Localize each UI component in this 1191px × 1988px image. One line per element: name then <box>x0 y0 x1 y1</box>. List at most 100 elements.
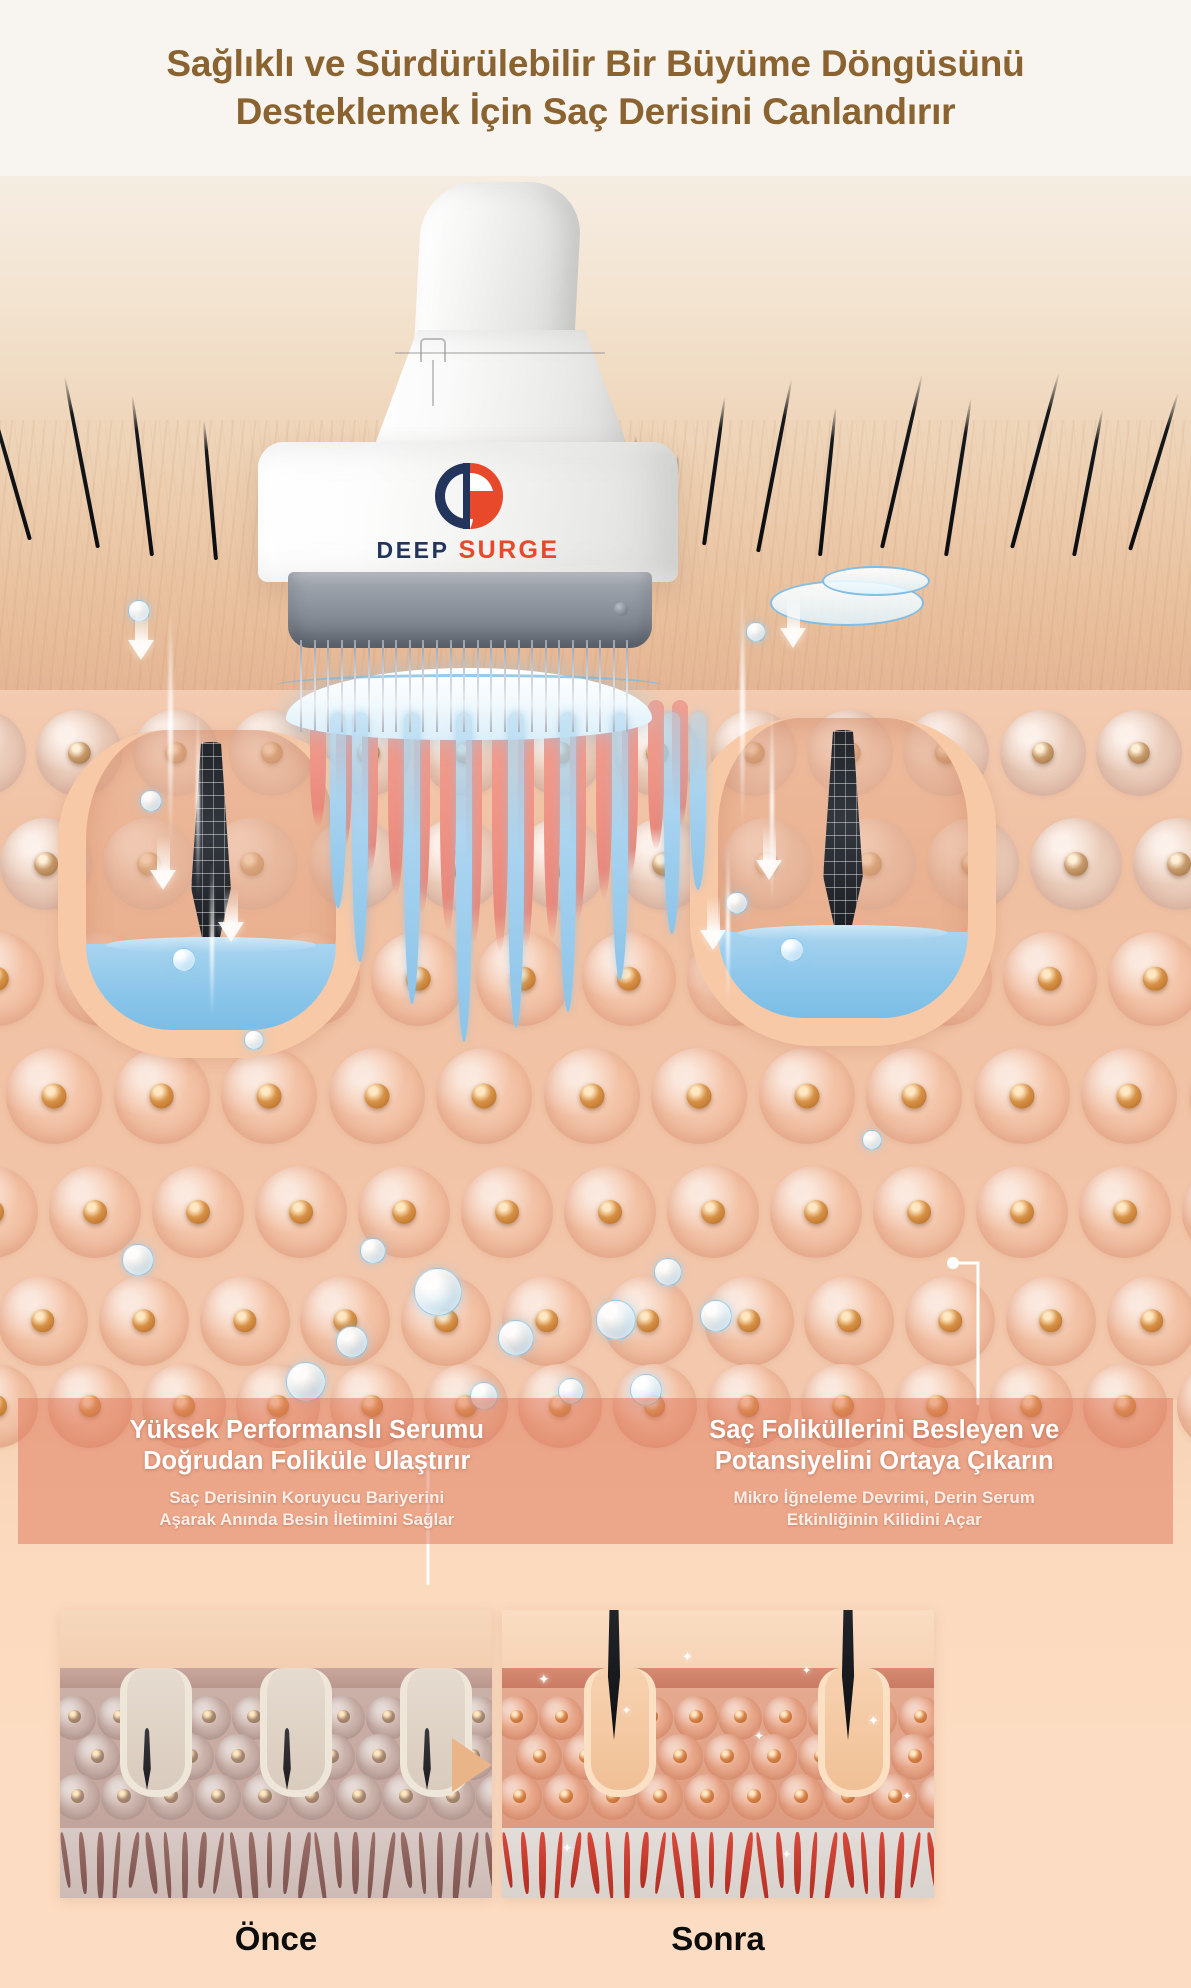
sparkle-icon: ✦ <box>754 1729 765 1743</box>
ba-muscle-fiber <box>539 1832 546 1898</box>
flow-arrow-icon <box>150 870 176 890</box>
serum-bubble <box>780 938 804 962</box>
cell <box>973 1048 1070 1144</box>
benefit-left-sub-line1: Saç Derisinin Koruyucu Bariyerini <box>169 1487 445 1507</box>
cell <box>1006 1276 1096 1366</box>
ba-cell-nucleus <box>372 1748 386 1763</box>
serum-drip <box>330 712 346 908</box>
needle <box>381 640 384 732</box>
before-after-comparison: ✦✦✦✦✦✦✦✦✦ Önce Sonra <box>0 1610 1191 1988</box>
ba-hair-shaft <box>423 1728 431 1790</box>
sparkle-icon: ✦ <box>802 1665 812 1677</box>
ba-muscle-fiber <box>624 1832 630 1898</box>
cell <box>804 1276 895 1366</box>
after-surface <box>502 1610 934 1674</box>
needle-trail <box>648 700 664 850</box>
after-image: ✦✦✦✦✦✦✦✦✦ <box>502 1610 934 1898</box>
serum-bubble <box>122 1244 154 1276</box>
ba-muscle-fiber <box>352 1832 359 1894</box>
serum-bubble <box>336 1326 368 1358</box>
cell <box>905 1276 996 1366</box>
cell <box>758 1048 855 1144</box>
microneedle-array <box>300 640 640 735</box>
ba-cell-nucleus <box>512 1788 527 1803</box>
ba-muscle-fiber <box>437 1832 443 1898</box>
progress-arrow-icon <box>452 1738 492 1792</box>
arrow-tail <box>156 836 170 870</box>
sparkle-icon: ✦ <box>538 1671 550 1687</box>
ba-hair-shaft <box>283 1728 291 1790</box>
arrow-tail <box>786 594 800 628</box>
benefits-panel: Yüksek Performanslı Serumu Doğrudan Foli… <box>18 1398 1173 1544</box>
ba-follicle <box>818 1668 890 1797</box>
benefit-right-heading-line2: Potansiyelini Ortaya Çıkarın <box>714 1447 1054 1476</box>
needle-trail <box>596 700 612 900</box>
cell <box>999 710 1086 796</box>
microneedling-device: DEEP SURGE <box>0 0 1191 732</box>
ba-muscle-fiber <box>879 1832 885 1898</box>
ba-cell-nucleus <box>887 1788 902 1803</box>
ba-cell-nucleus <box>117 1788 132 1803</box>
cell <box>328 1048 425 1144</box>
cell <box>581 932 676 1026</box>
needle <box>422 640 425 732</box>
serum-drip <box>664 712 680 934</box>
cell <box>543 1048 640 1144</box>
ba-cell-nucleus <box>747 1788 761 1803</box>
ba-follicle <box>584 1668 656 1797</box>
needle <box>612 640 615 732</box>
after-label: Sonra <box>671 1920 765 1957</box>
serum-bubble <box>286 1362 326 1402</box>
needle-trail <box>310 700 326 828</box>
needle <box>572 640 574 732</box>
ba-cell-nucleus <box>70 1788 85 1803</box>
hair-follicle-right <box>690 718 996 1046</box>
ba-muscle-fiber <box>182 1832 188 1898</box>
light-streak <box>726 840 730 1010</box>
benefit-right-heading: Saç Foliküllerini Besleyen ve Potansiyel… <box>709 1415 1059 1477</box>
cell <box>1095 710 1182 796</box>
ba-muscle-fiber <box>709 1832 714 1888</box>
ds-monogram-icon <box>430 458 506 534</box>
cell <box>1106 1276 1191 1366</box>
cell <box>1133 818 1191 910</box>
ba-cell-nucleus <box>794 1788 808 1803</box>
flow-arrow-icon <box>700 930 726 950</box>
serum-drip <box>612 712 628 980</box>
needle-trail <box>544 700 560 940</box>
ba-muscle-fiber <box>267 1832 272 1888</box>
sparkle-icon: ✦ <box>902 1789 913 1803</box>
benefit-left-heading: Yüksek Performanslı Serumu Doğrudan Foli… <box>130 1415 484 1477</box>
serum-bubble <box>498 1320 534 1356</box>
benefit-column-right: Saç Foliküllerini Besleyen ve Potansiyel… <box>596 1398 1174 1544</box>
sparkle-icon: ✦ <box>622 1705 632 1717</box>
benefit-column-left: Yüksek Performanslı Serumu Doğrudan Foli… <box>18 1398 596 1544</box>
ba-cell <box>918 1774 934 1820</box>
needle <box>504 640 506 732</box>
header-band: Sağlıklı ve Sürdürülebilir Bir Büyüme Dö… <box>0 0 1191 176</box>
cell <box>199 1276 290 1366</box>
benefit-left-heading-line2: Doğrudan Foliküle Ulaştırır <box>143 1447 471 1476</box>
cell <box>113 1048 210 1144</box>
cell <box>0 932 44 1026</box>
cell <box>1108 932 1191 1026</box>
cell <box>1002 932 1097 1026</box>
cell <box>667 1166 760 1258</box>
device-needle-base <box>288 572 652 648</box>
arrow-tail <box>224 888 238 922</box>
cell <box>1079 1166 1172 1258</box>
light-streak <box>770 700 774 910</box>
ba-cell-nucleus <box>532 1748 547 1763</box>
ba-cell-nucleus <box>673 1748 688 1763</box>
device-stem <box>432 360 434 406</box>
cell <box>98 1276 189 1366</box>
serum-drip <box>404 712 420 1004</box>
cell <box>1030 818 1123 910</box>
ba-hair-shaft <box>841 1610 855 1740</box>
needle <box>476 640 479 732</box>
ba-cell-nucleus <box>247 1710 261 1724</box>
ba-cell-nucleus <box>700 1788 715 1803</box>
brand-surge-text: SURGE <box>458 535 560 564</box>
ba-cell-nucleus <box>90 1748 105 1763</box>
arrow-tail <box>706 896 720 930</box>
